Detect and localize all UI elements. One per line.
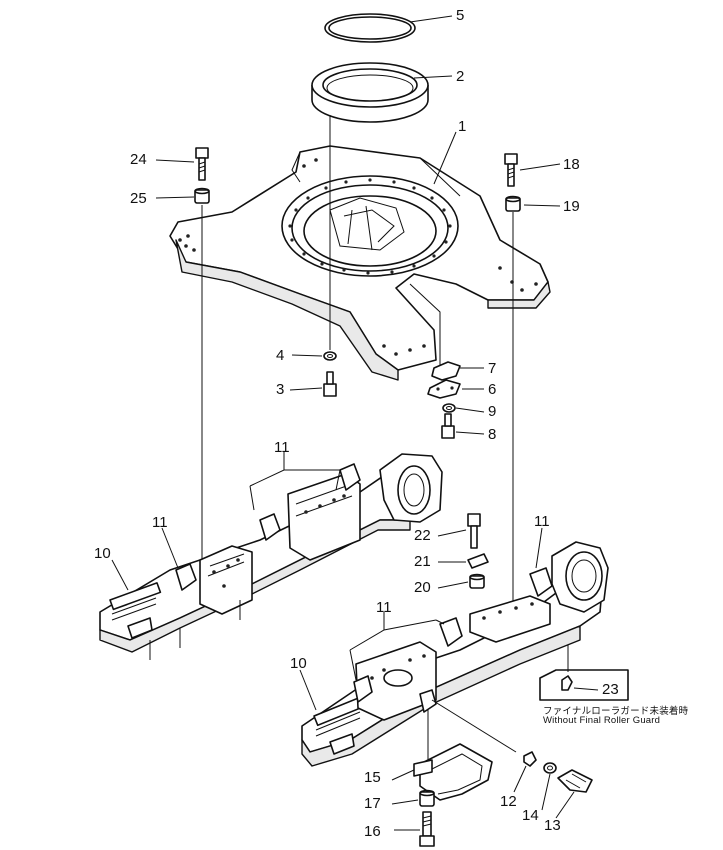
part-10-track-frame-left <box>99 453 443 660</box>
part-13-bolt <box>557 769 593 793</box>
callout-15: 15 <box>364 769 381 786</box>
callout-13: 13 <box>544 817 561 834</box>
part-17-collar <box>419 789 435 807</box>
callout-2: 2 <box>456 68 464 85</box>
part-24-bolt <box>195 147 209 181</box>
part-25-collar <box>194 187 210 204</box>
bolt-holes <box>178 158 538 356</box>
part-2-bearing-ring <box>311 62 429 123</box>
callout-22: 22 <box>414 527 431 544</box>
part-12-cap <box>523 751 537 767</box>
callout-21: 21 <box>414 553 431 570</box>
callout-16: 16 <box>364 823 381 840</box>
callout-3: 3 <box>276 381 284 398</box>
callout-11-left: 11 <box>152 514 168 531</box>
part-21-block <box>467 553 489 569</box>
callout-numbers: 5 2 1 24 25 18 19 4 3 7 6 9 8 11 11 10 2… <box>94 7 619 840</box>
part-9-washer <box>442 403 456 413</box>
callout-9: 9 <box>488 403 496 420</box>
part-22-bolt <box>467 513 481 549</box>
note-japanese: ファイナルローラガード未装着時 <box>543 706 689 717</box>
callout-12: 12 <box>500 793 517 810</box>
part-4-washer <box>323 351 337 361</box>
callout-8: 8 <box>488 426 496 443</box>
callout-17: 17 <box>364 795 381 812</box>
part-3-bolt <box>323 371 337 397</box>
callout-7: 7 <box>488 360 496 377</box>
part-1-main-frame <box>169 145 551 381</box>
part-23-inset <box>539 669 629 701</box>
part-14-washer <box>543 762 557 774</box>
callout-24: 24 <box>130 151 147 168</box>
callout-6: 6 <box>488 381 496 398</box>
callout-1: 1 <box>458 118 466 135</box>
part-16-bolt <box>419 811 435 847</box>
leader-lines <box>111 15 599 831</box>
part-19-collar <box>505 195 521 212</box>
part-10-track-frame-right <box>301 541 609 767</box>
callout-4: 4 <box>276 347 284 364</box>
callout-11-mid: 11 <box>376 599 392 616</box>
part-18-bolt <box>504 153 518 187</box>
callout-14: 14 <box>522 807 539 824</box>
callout-11-top-left: 11 <box>274 439 290 456</box>
callout-19: 19 <box>563 198 580 215</box>
callout-10-right: 10 <box>290 655 307 672</box>
callout-20: 20 <box>414 579 431 596</box>
part-8-bolt <box>441 413 455 439</box>
callout-10-left: 10 <box>94 545 111 562</box>
callout-5: 5 <box>456 7 464 24</box>
part-5-snap-ring <box>324 13 416 43</box>
part-6-plate <box>427 379 461 399</box>
callout-18: 18 <box>563 156 580 173</box>
part-20-collar <box>469 573 485 589</box>
callout-11-right: 11 <box>534 513 550 530</box>
callout-23: 23 <box>602 681 619 698</box>
note-english: Without Final Roller Guard <box>543 715 661 726</box>
callout-25: 25 <box>130 190 147 207</box>
part-15-roller-guard <box>413 743 493 801</box>
part-7-plate <box>431 361 461 381</box>
